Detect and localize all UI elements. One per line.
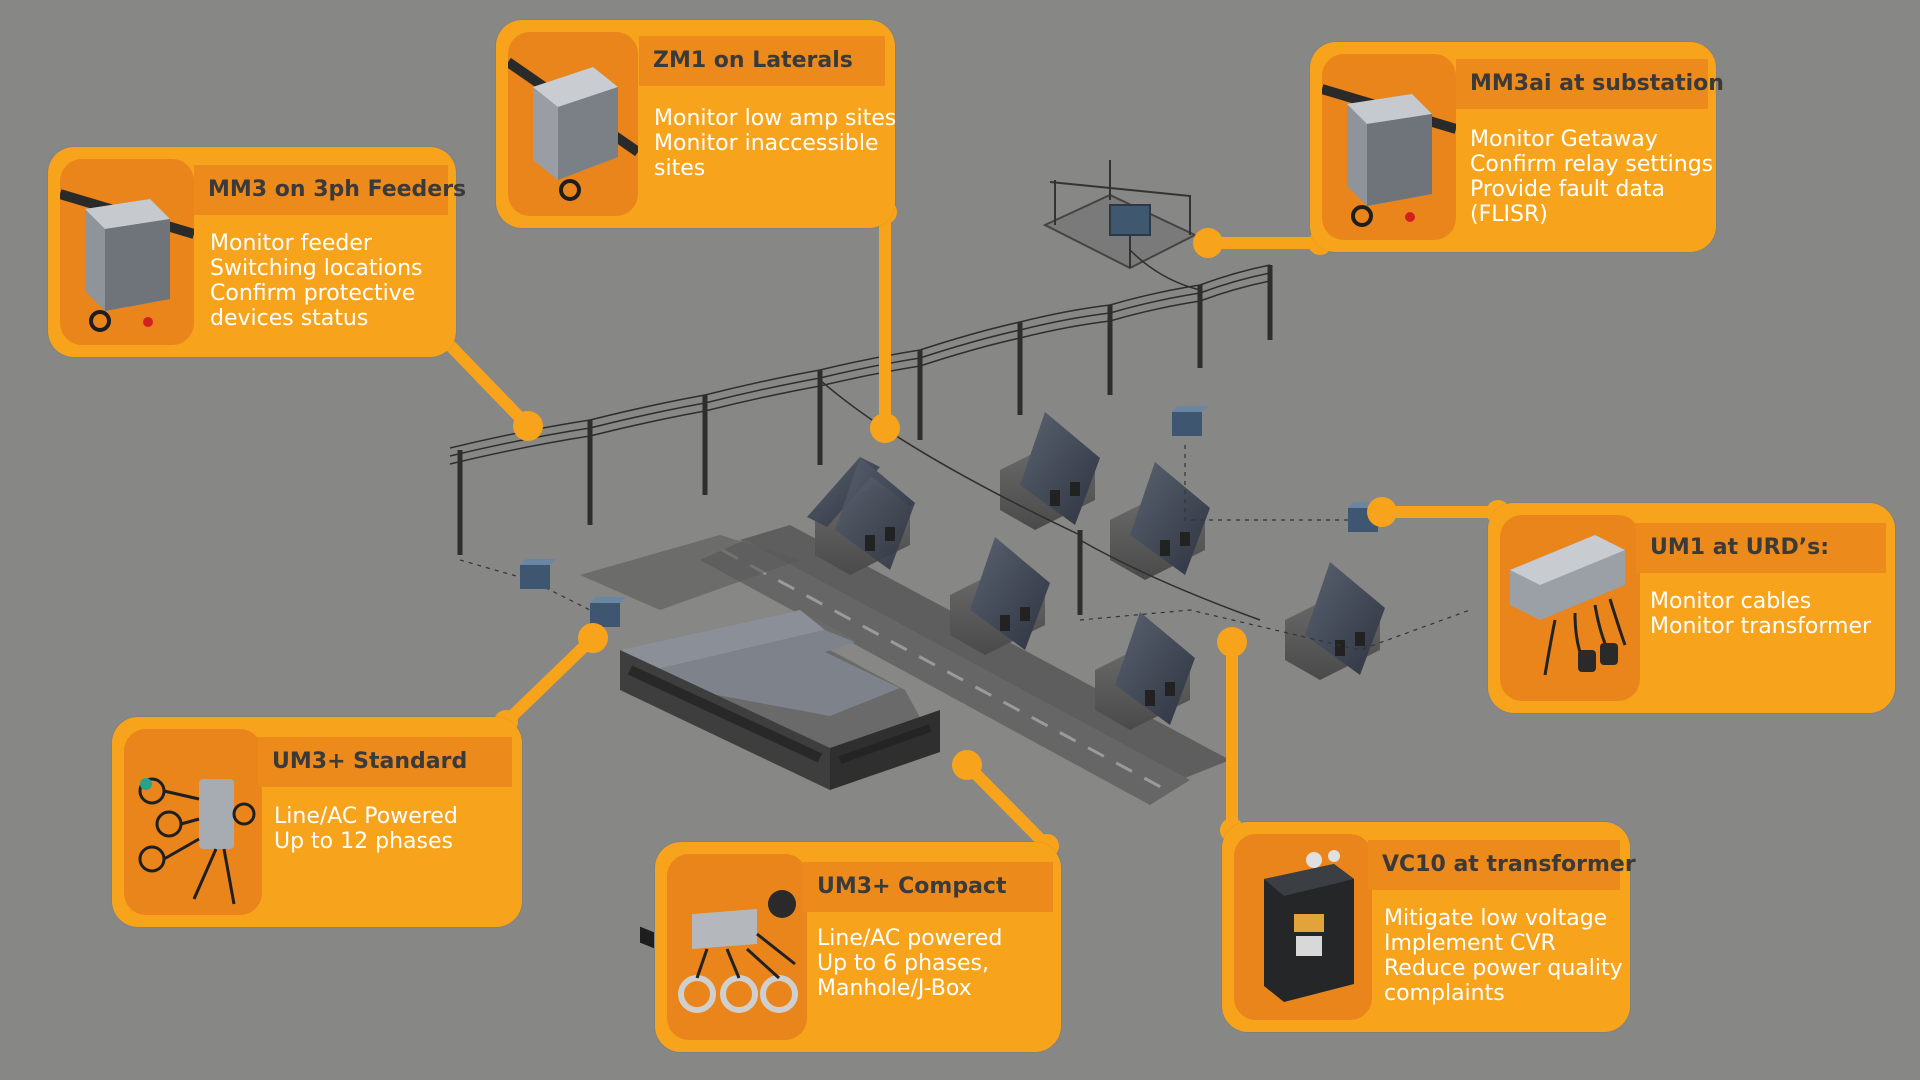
um1-description: Monitor cables Monitor transformer bbox=[1650, 589, 1871, 639]
mm3ai-description: Monitor Getaway Confirm relay settings P… bbox=[1470, 127, 1713, 227]
vc10-line: Reduce power quality bbox=[1384, 956, 1623, 981]
mm3ai-line: Monitor Getaway bbox=[1470, 127, 1658, 152]
um3-compact-device-image bbox=[667, 854, 807, 1040]
um3-compact-line: Up to 6 phases, bbox=[817, 951, 989, 976]
mm3-line: Confirm protective bbox=[210, 281, 416, 306]
um3-compact-title: UM3+ Compact bbox=[803, 862, 1053, 912]
callout-um3-standard: UM3+ Standard Line/AC Powered Up to 12 p… bbox=[112, 717, 522, 927]
voltage-regulator-device-icon bbox=[1264, 850, 1354, 1002]
vc10-description: Mitigate low voltage Implement CVR Reduc… bbox=[1384, 906, 1623, 1006]
zm1-title: ZM1 on Laterals bbox=[639, 36, 885, 86]
mm3ai-line: (FLISR) bbox=[1470, 202, 1548, 227]
callout-um1: UM1 at URD’s: Monitor cables Monitor tra… bbox=[1488, 503, 1895, 713]
line-sensor-device-icon bbox=[60, 189, 194, 332]
um3-standard-description: Line/AC Powered Up to 12 phases bbox=[274, 804, 458, 854]
zm1-device-image bbox=[508, 32, 638, 216]
callout-um3-compact: UM3+ Compact Line/AC powered Up to 6 pha… bbox=[655, 842, 1061, 1052]
um1-title: UM1 at URD’s: bbox=[1636, 523, 1886, 573]
vc10-line: Mitigate low voltage bbox=[1384, 906, 1608, 931]
um3-standard-device-image bbox=[124, 729, 262, 915]
um3-compact-line: Manhole/J-Box bbox=[817, 976, 972, 1001]
overhead-lines bbox=[449, 249, 1471, 651]
um1-line: Monitor cables bbox=[1650, 589, 1812, 614]
underground-monitor-device-icon bbox=[678, 890, 798, 1013]
underground-monitor-device-icon bbox=[1510, 535, 1627, 676]
callout-mm3: MM3 on 3ph Feeders Monitor feeder Switch… bbox=[48, 147, 466, 357]
houses bbox=[807, 412, 1385, 730]
um1-line: Monitor transformer bbox=[1650, 614, 1872, 639]
mm3-description: Monitor feeder Switching locations Confi… bbox=[210, 231, 423, 331]
vc10-device-image bbox=[1234, 834, 1372, 1020]
um3-compact-description: Line/AC powered Up to 6 phases, Manhole/… bbox=[817, 926, 1002, 1001]
um3-compact-line: Line/AC powered bbox=[817, 926, 1003, 951]
callout-zm1: ZM1 on Laterals Monitor low amp sites Mo… bbox=[496, 20, 896, 228]
mm3-line: Switching locations bbox=[210, 256, 423, 281]
mm3-title: MM3 on 3ph Feeders bbox=[194, 165, 466, 215]
um3-standard-line: Line/AC Powered bbox=[274, 804, 458, 829]
um3-standard-line: Up to 12 phases bbox=[274, 829, 453, 854]
mm3-line: devices status bbox=[210, 306, 369, 331]
zm1-line: Monitor low amp sites bbox=[654, 106, 897, 131]
callout-vc10: VC10 at transformer Mitigate low voltage… bbox=[1222, 822, 1636, 1032]
vc10-line: complaints bbox=[1384, 981, 1505, 1006]
vc10-line: Implement CVR bbox=[1384, 931, 1556, 956]
zm1-line: sites bbox=[654, 156, 706, 181]
vc10-title: VC10 at transformer bbox=[1368, 840, 1636, 890]
mm3-device-image bbox=[60, 159, 194, 345]
mm3ai-title: MM3ai at substation bbox=[1456, 59, 1724, 109]
mm3ai-device-image bbox=[1322, 54, 1456, 240]
line-sensor-device-icon bbox=[1322, 84, 1456, 227]
um3-standard-title: UM3+ Standard bbox=[258, 737, 512, 787]
zm1-line: Monitor inaccessible bbox=[654, 131, 879, 156]
pad-mount-boxes bbox=[520, 406, 1384, 627]
zm1-description: Monitor low amp sites Monitor inaccessib… bbox=[654, 106, 896, 181]
substation bbox=[1042, 160, 1198, 270]
line-sensor-device-icon bbox=[508, 57, 638, 201]
commercial-building bbox=[620, 610, 940, 949]
mm3-line: Monitor feeder bbox=[210, 231, 372, 256]
um1-device-image bbox=[1500, 515, 1640, 701]
mm3ai-line: Provide fault data bbox=[1470, 177, 1665, 202]
callout-mm3ai: MM3ai at substation Monitor Getaway Conf… bbox=[1310, 42, 1724, 252]
mm3ai-line: Confirm relay settings bbox=[1470, 152, 1714, 177]
underground-monitor-device-icon bbox=[138, 777, 256, 905]
